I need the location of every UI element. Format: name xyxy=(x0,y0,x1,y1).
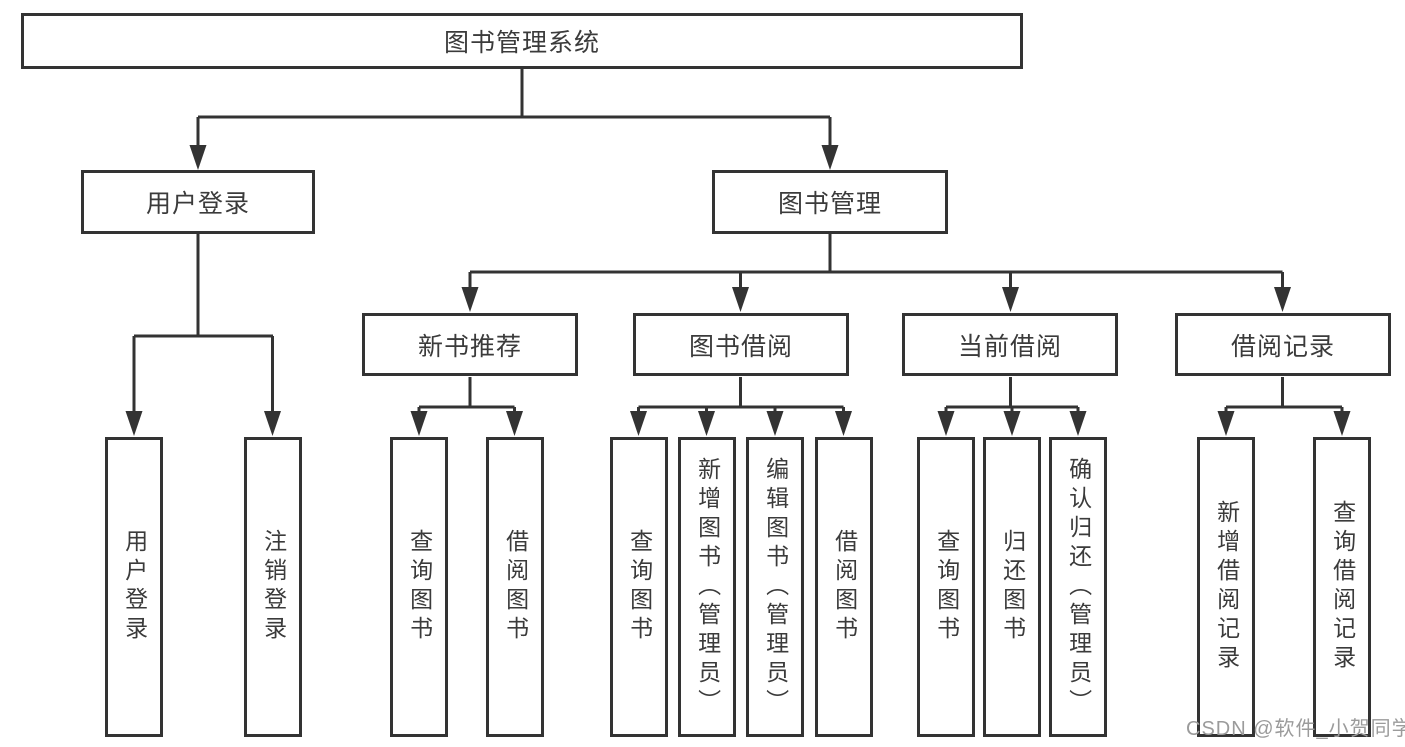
leaf-label: 借阅图书 xyxy=(831,529,858,645)
leaf-label: 查询图书 xyxy=(406,529,433,645)
leaf-add-books-admin: 新增图书（管理员） xyxy=(678,437,736,737)
leaf-add-borrow-record: 新增借阅记录 xyxy=(1197,437,1255,737)
leaf-label: 新增图书（管理员） xyxy=(694,456,721,718)
leaf-borrow-books: 借阅图书 xyxy=(815,437,873,737)
leaf-return-books: 归还图书 xyxy=(983,437,1041,737)
leaf-query-books-current: 查询图书 xyxy=(917,437,975,737)
leaf-query-borrow-record: 查询借阅记录 xyxy=(1313,437,1371,737)
leaf-label: 查询图书 xyxy=(626,529,653,645)
node-current-borrowing: 当前借阅 xyxy=(902,313,1118,376)
leaf-label: 确认归还（管理员） xyxy=(1065,456,1092,718)
leaf-user-login: 用户登录 xyxy=(105,437,163,737)
leaf-query-books-borrowing: 查询图书 xyxy=(610,437,668,737)
leaf-label: 归还图书 xyxy=(999,529,1026,645)
leaf-borrow-books-recommend: 借阅图书 xyxy=(486,437,544,737)
node-user-login: 用户登录 xyxy=(81,170,315,234)
leaf-label: 查询图书 xyxy=(933,529,960,645)
node-new-book-recommendation: 新书推荐 xyxy=(362,313,578,376)
leaf-label: 新增借阅记录 xyxy=(1213,500,1240,674)
node-book-management: 图书管理 xyxy=(712,170,948,234)
node-library-management-system: 图书管理系统 xyxy=(21,13,1023,69)
csdn-watermark: CSDN @软件_小贺同学 xyxy=(1186,718,1405,740)
node-book-borrowing: 图书借阅 xyxy=(633,313,849,376)
leaf-label: 用户登录 xyxy=(121,529,148,645)
leaf-label: 注销登录 xyxy=(260,529,287,645)
leaf-label: 编辑图书（管理员） xyxy=(762,456,789,718)
node-borrowing-records: 借阅记录 xyxy=(1175,313,1391,376)
leaf-label: 查询借阅记录 xyxy=(1329,500,1356,674)
leaf-logout-login: 注销登录 xyxy=(244,437,302,737)
leaf-query-books-recommend: 查询图书 xyxy=(390,437,448,737)
leaf-confirm-return-admin: 确认归还（管理员） xyxy=(1049,437,1107,737)
leaf-edit-books-admin: 编辑图书（管理员） xyxy=(746,437,804,737)
leaf-label: 借阅图书 xyxy=(502,529,529,645)
